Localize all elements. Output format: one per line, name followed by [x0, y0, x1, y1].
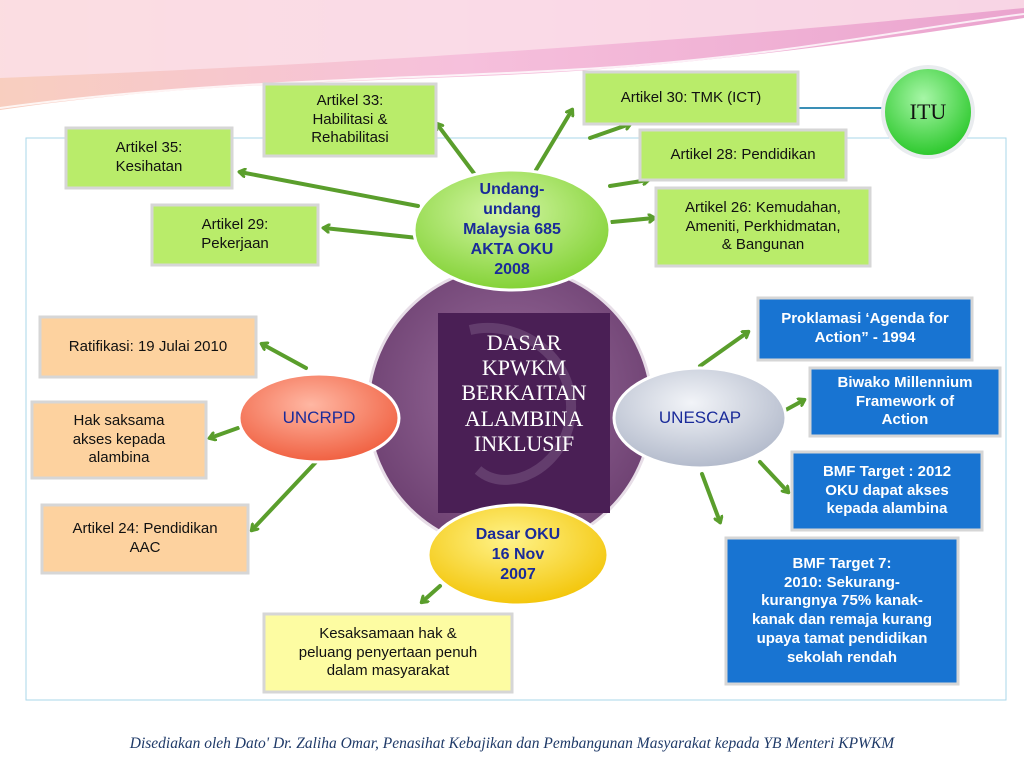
header-decoration	[0, 0, 1024, 110]
box-art29	[150, 203, 320, 267]
art33-label: Artikel 33: Habilitasi & Rehabilitasi	[311, 91, 389, 147]
box-bmf2012	[790, 450, 984, 532]
unescap-hub-label: UNESCAP	[658, 408, 742, 428]
box-equal-access	[30, 400, 208, 480]
arrow-to-art30	[534, 110, 572, 172]
bmf7-label: BMF Target 7: 2010: Sekurang- kurangnya …	[751, 554, 933, 666]
art35-label: Artikel 35: Kesihatan	[115, 139, 183, 175]
arrow-to-art29	[324, 228, 420, 240]
ratify-label: Ratifikasi: 19 Julai 2010	[68, 337, 228, 355]
itu-hub: ITU	[881, 65, 975, 159]
arrow-to-itu-side	[588, 124, 630, 140]
equality-label: Kesaksamaan hak & peluang penyertaan pen…	[298, 624, 478, 680]
art24-label: Artikel 24: Pendidikan AAC	[72, 520, 218, 556]
arrow-to-equality	[422, 584, 442, 602]
proclamation-label: Proklamasi ‘Agenda for Action” - 1994	[781, 310, 949, 346]
law-hub: Undang- undang Malaysia 685 AKTA OKU 200…	[412, 168, 612, 292]
arrow-to-equal-access	[210, 426, 240, 438]
box-proclamation	[756, 296, 974, 362]
equal-access-label: Hak saksama akses kepada alambina	[72, 411, 166, 467]
box-bmf7	[724, 536, 960, 686]
arrow-to-bmf2012	[758, 460, 788, 492]
unescap-hub: UNESCAP	[612, 366, 788, 470]
law-items: Artikel 33: Habilitasi & Rehabilitasi Ar…	[64, 70, 872, 268]
box-ratify	[38, 315, 258, 379]
box-art24	[40, 503, 250, 575]
center-title: DASAR KPWKM BERKAITAN ALAMBINA INKLUSIF	[461, 329, 587, 456]
policy-hub-label: Dasar OKU 16 Nov 2007	[475, 526, 561, 583]
art30-label: Artikel 30: TMK (ICT)	[620, 88, 762, 106]
art26-label: Artikel 26: Kemudahan, Ameniti, Perkhidm…	[685, 198, 841, 254]
content-frame	[25, 137, 1007, 701]
footer-credit: Disediakan oleh Dato' Dr. Zaliha Omar, P…	[129, 735, 895, 752]
box-art33	[262, 82, 438, 158]
arrow-to-art26	[610, 218, 654, 224]
box-art26	[654, 186, 872, 268]
unescap-items: Proklamasi ‘Agenda for Action” - 1994 Bi…	[724, 296, 1002, 686]
uncrpd-hub: UNCRPD	[237, 372, 401, 464]
box-biwako	[808, 366, 1002, 438]
box-equality	[262, 612, 514, 694]
arrow-to-proclamation	[698, 332, 748, 368]
law-hub-label: Undang- undang Malaysia 685 AKTA OKU 200…	[463, 181, 561, 278]
box-art30	[582, 70, 800, 126]
itu-hub-label: ITU	[909, 99, 947, 125]
box-art28	[638, 128, 848, 182]
art28-label: Artikel 28: Pendidikan	[670, 145, 816, 163]
bmf2012-label: BMF Target : 2012 OKU dapat akses kepada…	[822, 462, 952, 518]
uncrpd-items: Ratifikasi: 19 Julai 2010 Hak saksama ak…	[30, 315, 258, 575]
arrow-to-art24	[252, 460, 318, 530]
box-art35	[64, 126, 234, 190]
policy-items: Kesaksamaan hak & peluang penyertaan pen…	[262, 612, 514, 694]
arrow-to-art33	[437, 124, 478, 178]
biwako-label: Biwako Millennium Framework of Action	[837, 373, 973, 429]
art29-label: Artikel 29: Pekerjaan	[201, 216, 269, 252]
policy-hub: Dasar OKU 16 Nov 2007	[426, 503, 610, 607]
arrow-to-ratify	[262, 344, 308, 370]
arrow-to-art35	[240, 172, 420, 208]
arrow-to-bmf7	[700, 472, 720, 522]
uncrpd-hub-label: UNCRPD	[282, 408, 356, 428]
